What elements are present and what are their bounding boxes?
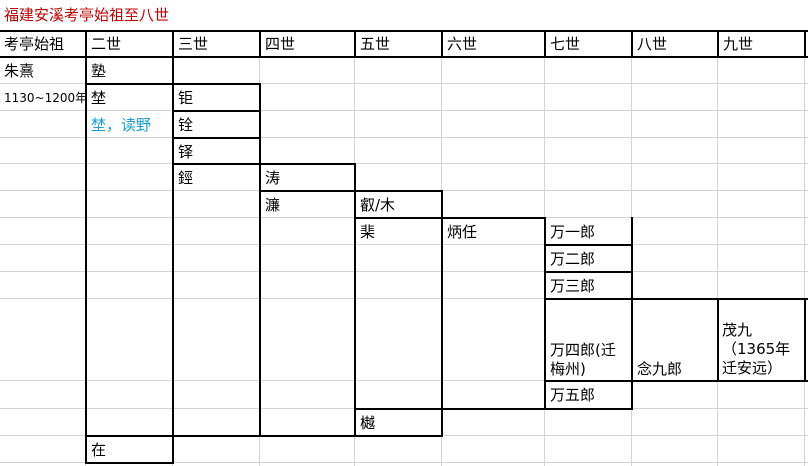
grid-line xyxy=(0,380,808,381)
border-line xyxy=(172,83,261,85)
grid-line xyxy=(0,163,808,164)
border-line xyxy=(354,408,443,410)
cell-gen6-bingren[interactable]: 炳任 xyxy=(447,223,478,241)
border-line xyxy=(441,190,443,437)
border-line xyxy=(441,217,546,219)
border-line xyxy=(354,30,356,58)
border-line xyxy=(441,30,443,58)
cell-gen3-xing[interactable]: 鋞 xyxy=(178,169,194,187)
border-line xyxy=(631,217,633,410)
cell-gen3-ju[interactable]: 钜 xyxy=(178,89,194,107)
border-line xyxy=(354,163,356,437)
border-line xyxy=(85,56,87,464)
header-gen-7[interactable]: 七世 xyxy=(550,35,581,53)
header-gen-5[interactable]: 五世 xyxy=(360,35,391,53)
header-gen-4[interactable]: 四世 xyxy=(265,35,296,53)
border-line xyxy=(354,190,443,192)
border-line xyxy=(354,435,443,437)
cell-gen5-yue[interactable]: 樾 xyxy=(360,414,376,432)
sheet-title: 福建安溪考亭始祖至八世 xyxy=(4,6,170,24)
border-line xyxy=(544,298,808,300)
cell-gen2-note[interactable]: 埜，读野 xyxy=(91,116,152,134)
border-line xyxy=(717,30,719,58)
border-line xyxy=(259,83,261,437)
border-line xyxy=(544,30,546,58)
cell-gen8-nian9[interactable]: 念九郎 xyxy=(637,360,683,378)
header-progenitor[interactable]: 考亭始祖 xyxy=(4,35,65,53)
border-line xyxy=(85,83,174,85)
border-line xyxy=(354,217,443,219)
border-line xyxy=(544,244,633,246)
border-line xyxy=(804,298,806,382)
cell-gen7-wan2[interactable]: 万二郎 xyxy=(550,250,596,268)
grid-line xyxy=(0,298,808,299)
cell-gen4-lian[interactable]: 濂 xyxy=(265,196,281,214)
border-line xyxy=(544,408,633,410)
grid-line xyxy=(804,30,805,466)
border-line xyxy=(172,110,261,112)
grid-line xyxy=(0,110,808,111)
border-line xyxy=(544,271,633,273)
header-gen-8[interactable]: 八世 xyxy=(637,35,668,53)
grid-line xyxy=(717,30,718,466)
cell-gen4-tao[interactable]: 涛 xyxy=(265,169,281,187)
border-line xyxy=(804,30,806,58)
border-line xyxy=(631,30,633,58)
cell-gen7-wan4[interactable]: 万四郎(迁 梅州) xyxy=(550,341,616,378)
cell-gen2-zai[interactable]: 在 xyxy=(91,441,107,459)
border-line xyxy=(259,435,356,437)
border-line xyxy=(172,56,174,464)
cell-gen3-duo[interactable]: 铎 xyxy=(178,143,194,161)
border-line xyxy=(544,217,546,410)
cell-progenitor-years[interactable]: 1130~1200年 xyxy=(4,91,88,105)
border-line xyxy=(85,435,174,437)
border-line xyxy=(441,408,546,410)
cell-gen7-wan1[interactable]: 万一郎 xyxy=(550,223,596,241)
border-line xyxy=(172,435,261,437)
grid-line xyxy=(0,244,808,245)
border-line xyxy=(172,137,261,139)
border-line xyxy=(259,163,356,165)
border-line xyxy=(717,298,719,382)
border-line xyxy=(85,30,87,58)
border-line xyxy=(172,30,174,58)
header-gen-2[interactable]: 二世 xyxy=(91,35,122,53)
cell-gen5-fei[interactable]: 棐 xyxy=(360,223,376,241)
cell-gen9-mao9[interactable]: 茂九 （1365年 迁安远） xyxy=(722,321,791,377)
header-gen-6[interactable]: 六世 xyxy=(447,35,478,53)
grid-line xyxy=(0,462,808,463)
cell-gen7-wan3[interactable]: 万三郎 xyxy=(550,277,596,295)
header-gen-3[interactable]: 三世 xyxy=(178,35,209,53)
cell-progenitor-name[interactable]: 朱熹 xyxy=(4,62,35,80)
border-line xyxy=(85,462,174,464)
cell-gen5-rui[interactable]: 叡/木 xyxy=(360,196,396,214)
border-line xyxy=(0,30,808,32)
grid-line xyxy=(0,83,808,84)
border-line xyxy=(172,163,261,165)
border-line xyxy=(172,56,808,58)
cell-gen2-shu[interactable]: 塾 xyxy=(91,62,107,80)
border-line xyxy=(544,380,808,382)
border-line xyxy=(259,190,356,192)
border-line xyxy=(259,30,261,58)
header-gen-9[interactable]: 九世 xyxy=(723,35,754,53)
cell-gen2-ye[interactable]: 埜 xyxy=(91,89,107,107)
grid-line xyxy=(0,137,808,138)
cell-gen3-quan[interactable]: 铨 xyxy=(178,116,194,134)
grid-line xyxy=(0,271,808,272)
cell-gen7-wan5[interactable]: 万五郎 xyxy=(550,386,596,404)
